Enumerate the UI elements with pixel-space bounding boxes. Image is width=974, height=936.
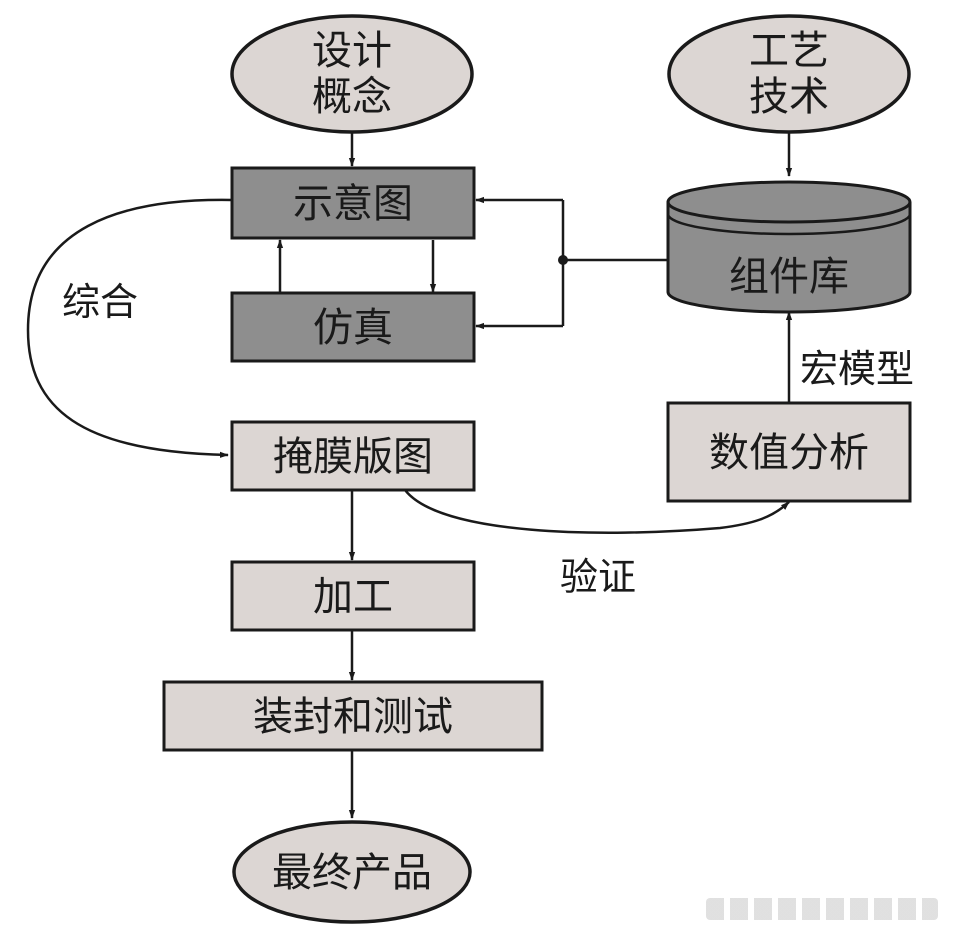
node-simulation: 仿真 (230, 291, 476, 363)
arrow-synthesis-curve (26, 198, 233, 458)
mask-layout-label: 掩膜版图 (273, 434, 433, 480)
process-tech-line2: 技术 (749, 74, 829, 120)
arrow-verification-curve (404, 489, 790, 534)
node-fabrication: 加工 (230, 560, 476, 632)
process-tech-line1: 工艺 (749, 28, 829, 74)
node-schematic: 示意图 (230, 166, 476, 240)
edge-label-synthesis: 综合 (62, 280, 138, 324)
simulation-label: 仿真 (313, 305, 393, 351)
edge-label-macro-model: 宏模型 (800, 347, 914, 391)
node-mask-layout: 掩膜版图 (230, 420, 476, 492)
node-design-concept: 设计 概念 (230, 14, 474, 134)
packaging-testing-label: 装封和测试 (253, 694, 453, 740)
design-concept-line2: 概念 (312, 74, 392, 120)
edge-label-verification: 验证 (560, 555, 636, 599)
final-product-label: 最终产品 (272, 850, 432, 896)
node-component-library: 组件库 (666, 180, 912, 314)
schematic-label: 示意图 (293, 181, 413, 227)
node-packaging-testing: 装封和测试 (162, 680, 544, 752)
watermark (706, 898, 938, 920)
node-numerical-analysis: 数值分析 (666, 401, 912, 503)
node-final-product: 最终产品 (232, 820, 472, 924)
design-concept-line1: 设计 (312, 28, 392, 74)
fabrication-label: 加工 (313, 574, 393, 620)
numerical-analysis-label: 数值分析 (709, 430, 869, 476)
junction-dot (558, 255, 568, 265)
connectors (26, 132, 793, 819)
component-library-label: 组件库 (729, 254, 849, 300)
node-process-technology: 工艺 技术 (667, 14, 911, 134)
